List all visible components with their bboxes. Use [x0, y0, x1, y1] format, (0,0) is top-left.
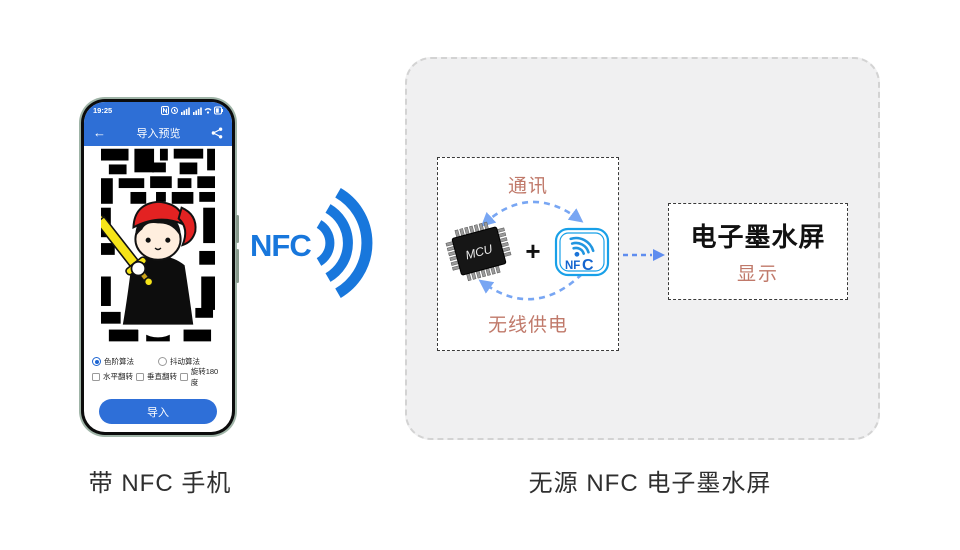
- share-icon[interactable]: [211, 127, 223, 139]
- imported-image: [101, 148, 215, 348]
- transform-checkbox-row: 水平翻转 垂直翻转 旋转180度: [92, 367, 224, 387]
- app-bar-title: 导入预览: [136, 127, 181, 140]
- signal-bars-icon: [181, 107, 202, 115]
- cartoon-boy: [101, 200, 197, 327]
- checkbox-flip-horizontal[interactable]: 水平翻转: [92, 371, 136, 382]
- status-bar: 19:25: [84, 102, 232, 119]
- radio-dither-algorithm[interactable]: 抖动算法: [158, 356, 224, 367]
- radio-label: 抖动算法: [170, 357, 200, 366]
- status-time: 19:25: [93, 106, 113, 115]
- checkbox-icon[interactable]: [92, 372, 100, 381]
- nfc-chip-icon: NF C: [554, 227, 610, 277]
- mcu-chip-icon: MCU: [445, 221, 512, 282]
- phone-screen: 19:25: [84, 102, 232, 432]
- radio-unselected-icon[interactable]: [158, 357, 167, 366]
- phone-bezel: 19:25: [81, 99, 235, 435]
- caption-display: 无源 NFC 电子墨水屏: [528, 470, 772, 497]
- import-preview-area: [84, 146, 232, 350]
- arrowhead: [653, 249, 665, 261]
- checkbox-label: 水平翻转: [103, 372, 133, 381]
- phone-mockup: 19:25: [79, 97, 239, 437]
- phone-volume-button: [236, 215, 239, 243]
- import-button[interactable]: 导入: [99, 399, 217, 424]
- radio-label: 色阶算法: [104, 357, 134, 366]
- wifi-icon: [204, 108, 212, 114]
- plus-sign: +: [525, 236, 541, 266]
- import-options: 色阶算法 抖动算法 水平翻转: [84, 350, 232, 424]
- communication-arrow: [480, 200, 584, 227]
- communication-label: 通讯: [507, 176, 548, 197]
- nfc-chip-text-c: C: [582, 257, 594, 274]
- exchange-arrows: [478, 200, 584, 301]
- caption-phone: 带 NFC 手机: [88, 470, 232, 497]
- checkbox-flip-vertical[interactable]: 垂直翻转: [136, 371, 180, 382]
- battery-icon: [214, 106, 223, 115]
- app-bar: ← 导入预览: [84, 119, 232, 146]
- eink-display-box: 电子墨水屏 显示: [668, 203, 848, 300]
- checkbox-label: 旋转180度: [190, 366, 219, 387]
- radio-selected-icon[interactable]: [92, 357, 101, 366]
- checkbox-icon[interactable]: [136, 372, 144, 381]
- flow-arrow: [623, 249, 665, 261]
- wireless-power-label: 无线供电: [487, 315, 568, 336]
- radio-level-algorithm[interactable]: 色阶算法: [92, 356, 158, 367]
- hand: [130, 260, 147, 277]
- eink-title: 电子墨水屏: [690, 222, 826, 252]
- mcu-nfc-module-box: 通讯: [437, 157, 619, 351]
- checkbox-rotate-180[interactable]: 旋转180度: [180, 366, 224, 388]
- nfc-signal-arcs: [316, 188, 373, 298]
- algorithm-radio-row: 色阶算法 抖动算法: [92, 354, 224, 369]
- wireless-power-arrow: [478, 273, 583, 301]
- nfc-chip-text-nf: NF: [565, 260, 580, 272]
- eink-subtitle: 显示: [736, 264, 779, 285]
- back-icon[interactable]: ←: [93, 125, 106, 140]
- nfc-signal-logo: NFC: [250, 188, 373, 298]
- dither-pattern: [101, 148, 215, 342]
- status-icons: [161, 106, 223, 115]
- phone-power-button: [236, 249, 239, 283]
- mcu-chip-label: MCU: [464, 242, 494, 263]
- checkbox-label: 垂直翻转: [147, 372, 177, 381]
- checkbox-icon[interactable]: [180, 372, 188, 381]
- nfc-logo-text: NFC: [250, 228, 311, 263]
